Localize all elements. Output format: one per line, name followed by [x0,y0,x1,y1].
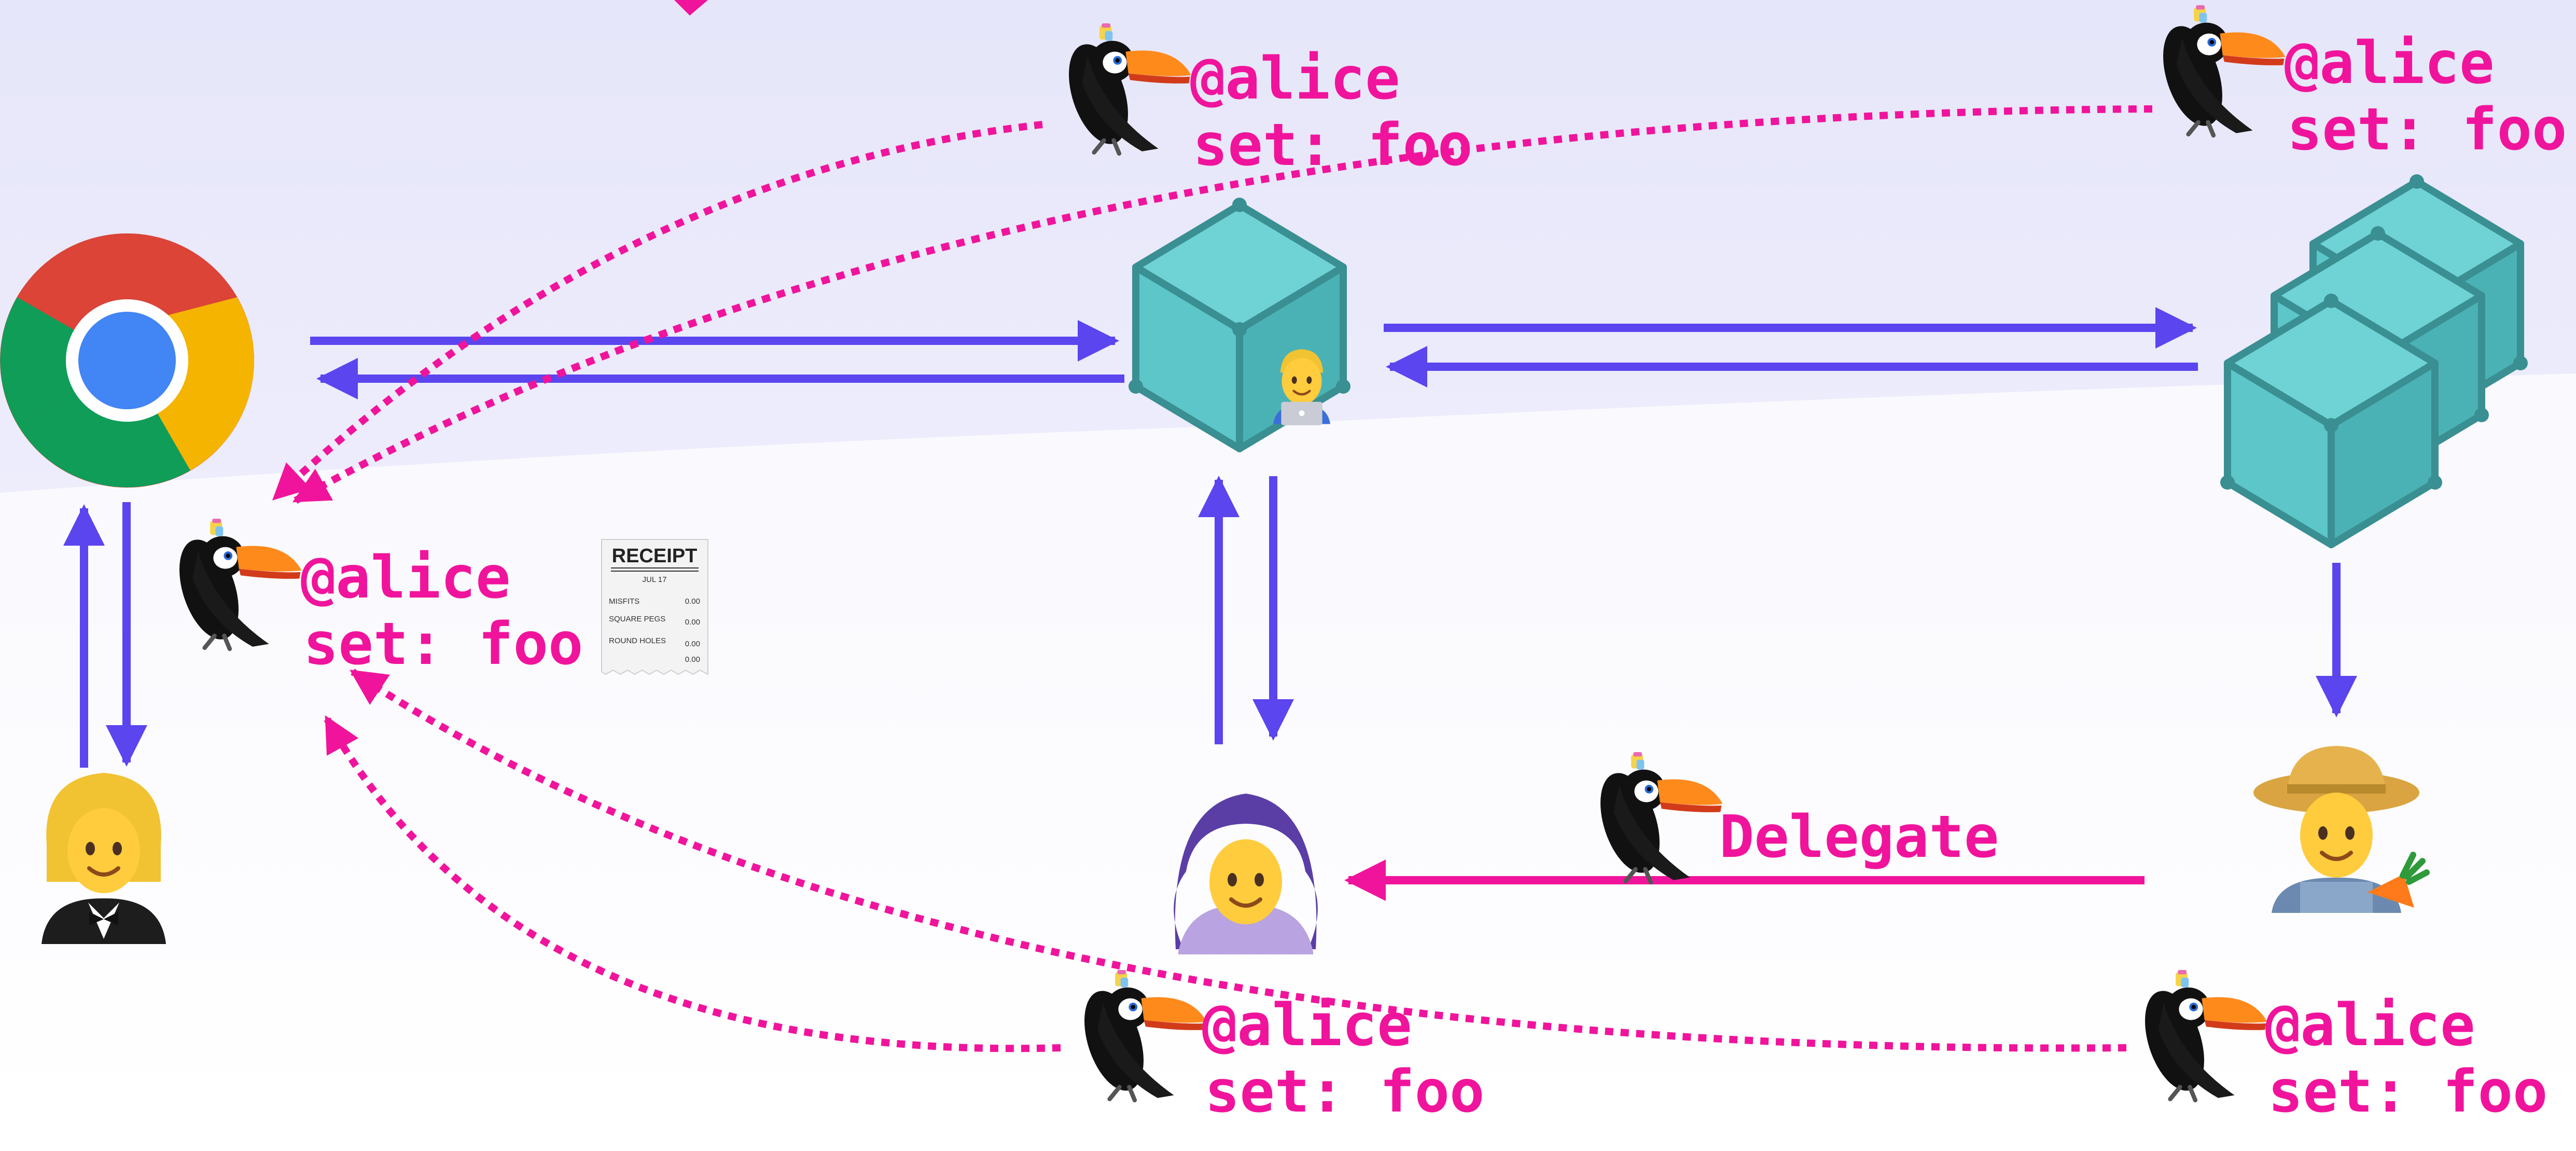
delegate-token: Delegate [1589,752,1999,882]
token-user-label: @alice [2285,30,2495,97]
receipt-item: SQUARE PEGS [609,615,665,623]
token-top-middle: @alice set: foo [1057,23,1472,179]
token-action-label: set: foo [1193,112,1472,179]
receipt-amount: 0.00 [685,597,700,606]
receipt-icon[interactable]: RECEIPT JUL 17 MISFITS 0.00 SQUARE PEGS … [601,539,708,675]
dotted-arrow-top-middle [272,121,1043,501]
dotted-arrow-bottom-middle [323,715,1061,1052]
token-top-right: @alice set: foo [2152,5,2567,163]
token-user-label: @alice [1190,45,1400,113]
token-action-label: set: foo [2287,96,2567,163]
receipt-amount: 0.00 [685,655,700,664]
server-cube-icon[interactable] [1129,198,1350,449]
receipt-title: RECEIPT [612,545,698,567]
chrome-logo-icon[interactable] [0,233,254,488]
receipt-item: ROUND HOLES [609,636,666,645]
farmer-icon[interactable] [2253,746,2430,913]
woman-with-headscarf-icon[interactable] [1174,794,1318,954]
token-bottom-middle: @alice set: foo [1073,970,1484,1126]
dotted-arrows [272,105,2153,1052]
token-action-label: set: foo [2268,1058,2547,1126]
woman-in-tuxedo-icon[interactable] [41,773,166,944]
delegate-label: Delegate [1719,803,1999,871]
token-browser: @alice set: foo [168,519,583,678]
token-action-label: set: foo [1205,1058,1484,1126]
token-user-label: @alice [1202,992,1412,1059]
receipt-date: JUL 17 [643,575,667,584]
receipt-item: MISFITS [609,597,639,606]
token-bottom-right: @alice set: foo [2134,970,2547,1126]
blue-arrows [63,307,2357,768]
token-user-label: @alice [301,544,511,612]
token-action-label: set: foo [303,611,583,678]
dotted-arrow-bottom-right [350,669,2127,1052]
technologist-icon [1273,349,1330,425]
token-user-label: @alice [2265,992,2475,1059]
receipt-amount: 0.00 [685,640,700,648]
partial-glyph [674,0,708,16]
receipt-amount: 0.00 [685,618,700,627]
